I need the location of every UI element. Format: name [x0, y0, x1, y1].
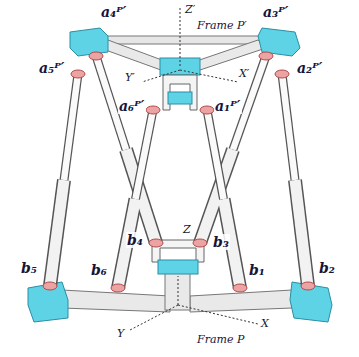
top-bracket-block [168, 92, 192, 104]
axis-label: X [260, 318, 270, 331]
leg-rods [64, 56, 295, 199]
joint-label: b₄ [126, 232, 144, 248]
base-axes [130, 276, 258, 330]
axis-label: Z [182, 224, 192, 237]
top-axes [142, 6, 238, 82]
top-bracket [163, 75, 197, 110]
joint-label: a₄ᴾ′ [100, 4, 128, 20]
axis-label: X′ [238, 68, 250, 81]
joint-label: a₃ᴾ′ [262, 4, 290, 20]
base-right-bar [190, 290, 292, 312]
base-right-block [290, 282, 332, 322]
frame-label: Frame P [196, 334, 245, 347]
top-back-bar [104, 36, 262, 44]
joints [43, 52, 315, 292]
joint-label: b₆ [90, 262, 108, 278]
frame-label: Frame P′ [196, 20, 248, 33]
joint-label: a₆ᴾ′ [118, 98, 146, 114]
joint-label: b₁ [248, 262, 266, 278]
joint-label: a₁ᴾ′ [214, 98, 242, 114]
joint-label: b₃ [212, 234, 230, 250]
axis-label: Y [116, 328, 125, 341]
base-left-bar [62, 290, 170, 312]
axis-label: Z′ [184, 4, 196, 17]
axis-label: Y′ [124, 72, 136, 85]
base-post [165, 272, 190, 310]
base-left-block [28, 282, 68, 322]
top-left-block [70, 28, 108, 56]
joint-label: b₂ [318, 260, 336, 276]
joint-label: a₂ᴾ′ [296, 60, 324, 76]
joint-label: b₅ [20, 260, 38, 276]
joint-label: a₅ᴾ′ [38, 60, 66, 76]
leg-cylinders [50, 150, 308, 289]
base-center-block [158, 260, 198, 274]
